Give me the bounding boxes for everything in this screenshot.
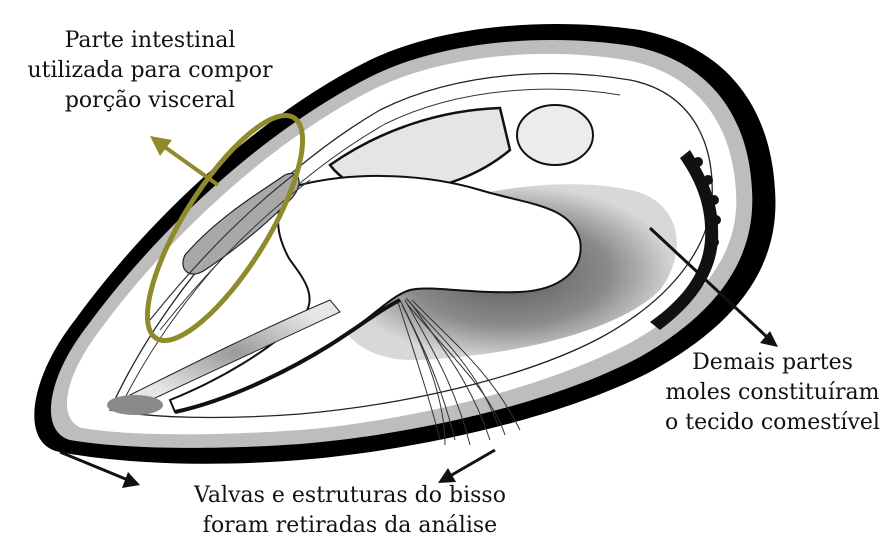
label-line: moles constituíram	[660, 378, 885, 408]
label-line: utilizada para compor	[0, 56, 300, 86]
arrow-intestinal	[150, 136, 218, 185]
posterior-blob	[107, 395, 163, 415]
round-organ	[517, 105, 593, 165]
label-line: Parte intestinal	[0, 26, 300, 56]
label-line: o tecido comestível	[660, 408, 885, 438]
label-line: porção visceral	[0, 86, 300, 116]
label-valves-byssus: Valvas e estruturas do bisso foram retir…	[120, 481, 580, 541]
label-edible-tissue: Demais partes moles constituíram o tecid…	[660, 348, 885, 438]
arrow-valvas-right	[438, 450, 495, 483]
label-line: foram retiradas da análise	[120, 511, 580, 541]
label-line: Valvas e estruturas do bisso	[120, 481, 580, 511]
label-line: Demais partes	[660, 348, 885, 378]
label-intestinal-part: Parte intestinal utilizada para compor p…	[0, 26, 300, 116]
